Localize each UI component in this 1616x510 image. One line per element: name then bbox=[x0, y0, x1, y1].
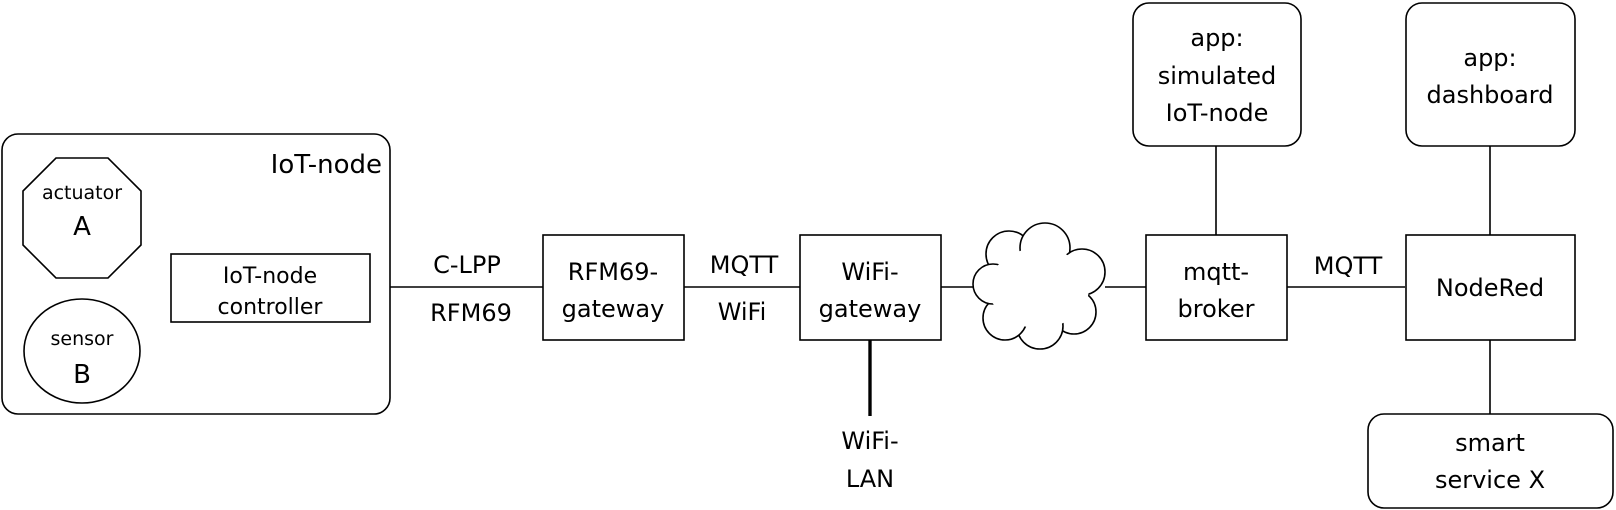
controller-line2: controller bbox=[218, 295, 324, 320]
sensor-label: sensor bbox=[51, 328, 114, 350]
wifi-gateway-line2: gateway bbox=[819, 295, 922, 323]
smart-service-x: smart service X bbox=[1367, 413, 1614, 509]
cloud-icon bbox=[972, 222, 1106, 350]
rfm69-gateway: RFM69- gateway bbox=[542, 234, 685, 341]
app-simulated-iot-node: app: simulated IoT-node bbox=[1132, 2, 1302, 147]
app-simulated-box bbox=[1132, 2, 1302, 147]
wifi-gateway: WiFi- gateway bbox=[799, 234, 942, 341]
link-medium-rfm69: RFM69 bbox=[430, 299, 512, 327]
iot-node-container: IoT-node actuator A sensor B IoT-node co… bbox=[1, 133, 391, 415]
wifi-gateway-box bbox=[799, 234, 942, 341]
nodered-box bbox=[1405, 234, 1576, 341]
sensor-letter: B bbox=[73, 360, 91, 390]
actuator-a: actuator A bbox=[22, 157, 142, 279]
actuator-label: actuator bbox=[42, 182, 122, 204]
wifi-lan-line1: WiFi- bbox=[841, 427, 898, 455]
internet-cloud bbox=[972, 222, 1106, 350]
nodered-label: NodeRed bbox=[1436, 274, 1544, 302]
link-protocol-mqtt-2: MQTT bbox=[1314, 252, 1383, 280]
mqtt-broker-box bbox=[1145, 234, 1288, 341]
mqtt-broker-line2: broker bbox=[1178, 295, 1255, 323]
link-protocol-clpp: C-LPP bbox=[433, 251, 501, 279]
link-medium-wifi: WiFi bbox=[718, 298, 767, 326]
app-dashboard-line1: app: bbox=[1463, 44, 1516, 72]
mqtt-broker: mqtt- broker bbox=[1145, 234, 1288, 341]
app-dashboard-box bbox=[1405, 2, 1576, 147]
iot-node-title: IoT-node bbox=[271, 150, 382, 180]
nodered: NodeRed bbox=[1405, 234, 1576, 341]
actuator-letter: A bbox=[73, 212, 91, 242]
actuator-octagon-shape bbox=[22, 157, 142, 279]
link-protocol-mqtt-1: MQTT bbox=[710, 251, 779, 279]
iot-node-controller: IoT-node controller bbox=[170, 253, 371, 323]
smart-service-line1: smart bbox=[1455, 429, 1525, 457]
controller-box bbox=[170, 253, 371, 323]
controller-line1: IoT-node bbox=[223, 264, 317, 289]
smart-service-line2: service X bbox=[1435, 466, 1545, 494]
rfm69-gateway-line2: gateway bbox=[562, 295, 665, 323]
wifi-gateway-line1: WiFi- bbox=[841, 258, 898, 286]
app-simulated-line2: simulated bbox=[1158, 62, 1277, 90]
app-dashboard-line2: dashboard bbox=[1427, 81, 1554, 109]
wifi-lan-line2: LAN bbox=[846, 465, 894, 493]
smart-service-box bbox=[1367, 413, 1614, 509]
sensor-b: sensor B bbox=[23, 298, 141, 404]
rfm69-gateway-line1: RFM69- bbox=[568, 258, 658, 286]
app-simulated-line1: app: bbox=[1190, 24, 1243, 52]
rfm69-gateway-box bbox=[542, 234, 685, 341]
mqtt-broker-line1: mqtt- bbox=[1183, 258, 1249, 286]
app-simulated-line3: IoT-node bbox=[1166, 99, 1269, 127]
sensor-ellipse-shape bbox=[23, 298, 141, 404]
app-dashboard: app: dashboard bbox=[1405, 2, 1576, 147]
